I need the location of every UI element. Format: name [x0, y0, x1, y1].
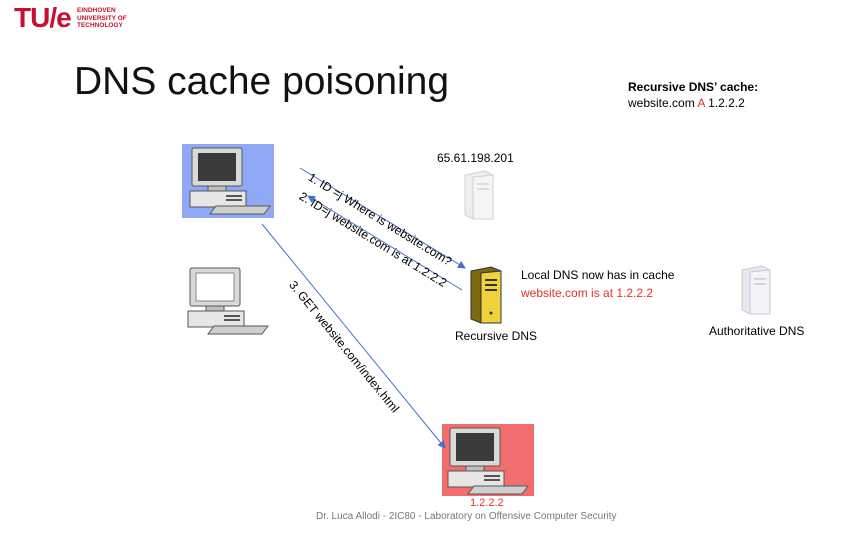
logo-line-3: TECHNOLOGY	[77, 22, 123, 29]
dns-server-icon	[470, 266, 502, 324]
cache-ip: 1.2.2.2	[708, 96, 745, 110]
cache-heading: Recursive DNS’ cache:	[628, 80, 759, 94]
server-icon	[464, 170, 494, 220]
attacker-ip-label: 1.2.2.2	[470, 497, 504, 509]
server-ip-label: 65.61.198.201	[437, 151, 514, 165]
slide-footer: Dr. Luca Allodi - 2IC80 - Laboratory on …	[316, 511, 617, 522]
server-icon	[741, 265, 771, 315]
cache-note-line1: Local DNS now has in cache	[521, 268, 675, 282]
desktop-computer-icon	[187, 267, 269, 335]
arrow-step1	[299, 167, 466, 269]
arrow-step2	[307, 195, 463, 291]
arrow-step3	[261, 223, 446, 449]
authoritative-dns-label: Authoritative DNS	[709, 324, 805, 338]
cache-note-line2: website.com is at 1.2.2.2	[521, 286, 654, 300]
cache-domain: website.com	[628, 96, 695, 110]
recursive-dns-label: Recursive DNS	[455, 329, 538, 343]
cache-record-type: A	[697, 96, 705, 110]
logo-line-1: EINDHOVEN	[77, 7, 116, 14]
cache-entry: website.com A 1.2.2.2	[628, 96, 745, 110]
tue-logo-text: EINDHOVEN UNIVERSITY OF TECHNOLOGY	[77, 7, 127, 30]
desktop-computer-icon	[447, 427, 529, 495]
tue-logo-mark: TU/e	[14, 2, 72, 33]
slide-title: DNS cache poisoning	[74, 60, 450, 103]
logo-line-2: UNIVERSITY OF	[77, 14, 127, 22]
desktop-computer-icon	[189, 147, 271, 215]
